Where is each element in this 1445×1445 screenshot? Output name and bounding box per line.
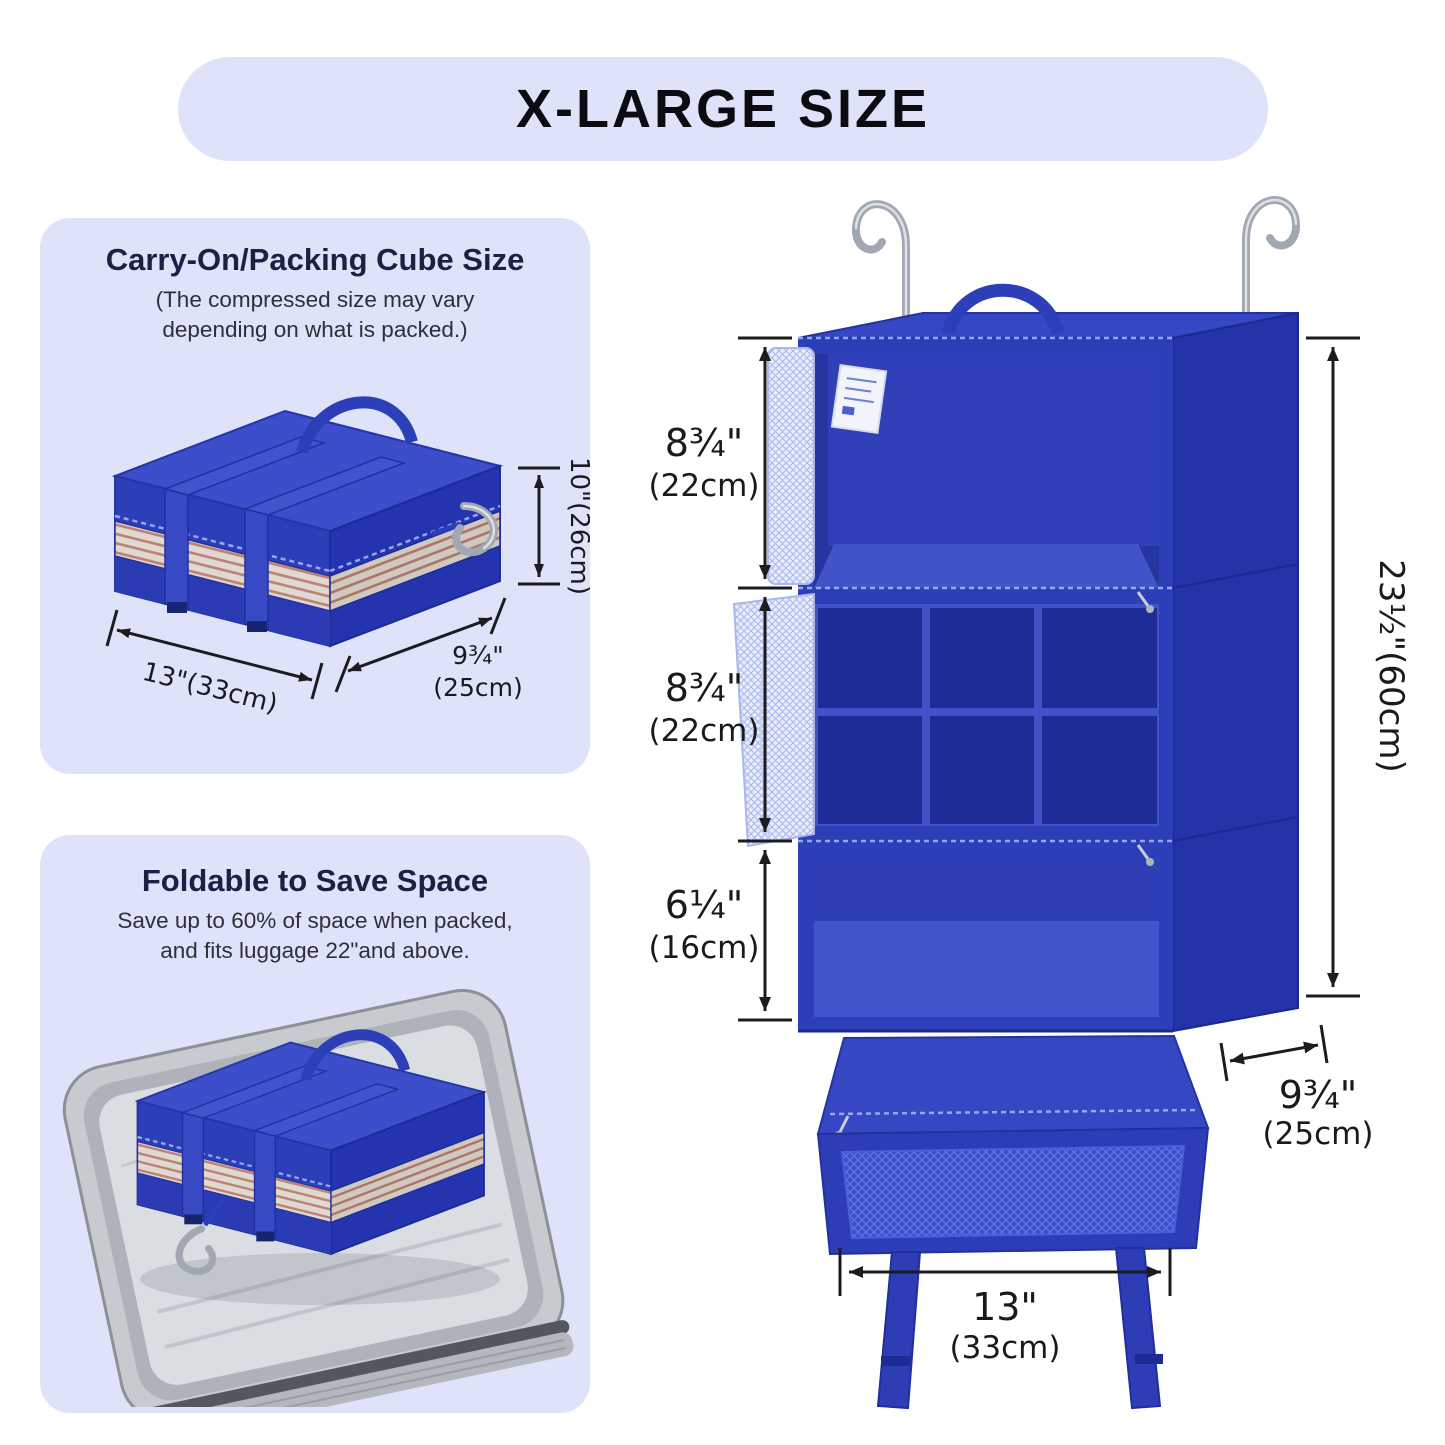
cube-in-suitcase [134,1029,487,1276]
carry-on-title: Carry-On/Packing Cube Size [105,242,525,277]
buckle-2 [247,621,267,633]
suitcase-shell-gap [128,1320,570,1408]
dim-width: 13" (33cm) [838,1248,1172,1366]
dim-bottom-in: 6¼" [665,883,744,927]
size-banner: X-LARGE SIZE [178,57,1268,161]
dim-top-section: 8¾" (22cm) [649,336,792,590]
cube-height-dimension: 10"(26cm) [518,457,590,595]
dim-top-cm: (22cm) [649,468,760,504]
mesh-side-panel-top [767,347,815,585]
dim-depth-in: 9¾" [1279,1073,1358,1117]
dim-middle-cm: (22cm) [649,713,760,749]
care-label-tag [830,363,888,435]
zipper-pull-icon [838,1115,850,1133]
cube-depth-dimension: 9¾" (25cm) [334,597,523,702]
carry-on-subtitle-line2: depending on what is packed.) [162,316,468,342]
cubby-compartment [814,604,1159,826]
dim-total-height-label: 23½"(60cm) [1371,559,1408,772]
carry-on-subtitle: (The compressed size may vary depending … [40,285,590,344]
dim-bottom-section: 6¼" (16cm) [649,850,792,1022]
foldable-subtitle-line2: and fits luggage 22"and above. [160,937,470,963]
metal-hook-icon-left [852,200,910,338]
carry-on-subtitle-line1: (The compressed size may vary [155,287,475,312]
zipper-pull-icon [1136,844,1150,860]
zipper-pull-icon [1136,591,1150,607]
bottom-pouch [816,1034,1210,1256]
cube-height-label: 10"(26cm) [564,457,590,595]
suitcase-illustration [62,989,574,1408]
foldable-card: Foldable to Save Space Save up to 60% of… [40,835,590,1413]
bottom-shelf-compartment [814,857,1159,1017]
size-banner-title: X-LARGE SIZE [515,79,931,139]
carry-on-card: Carry-On/Packing Cube Size (The compress… [40,218,590,774]
dim-top-in: 8¾" [665,421,744,465]
dim-middle-section: 8¾" (22cm) [649,597,792,843]
dim-depth: 9¾" (25cm) [1219,1024,1374,1152]
hanging-strap-left [876,1251,922,1410]
carry-handle [300,1029,411,1082]
strap-front-1 [164,488,189,612]
hanging-strap-right [1114,1247,1162,1410]
mesh-side-flap-middle [732,592,815,848]
pouch-mesh-front [840,1144,1186,1240]
dim-width-in: 13" [972,1285,1038,1329]
dim-bottom-cm: (16cm) [649,930,760,966]
top-handle [941,283,1065,336]
dim-total-height: 23½"(60cm) [1306,336,1408,998]
cube-depth-label-cm: (25cm) [433,673,522,702]
dim-width-cm: (33cm) [950,1330,1061,1366]
folded-cube-illustration: 10"(26cm) 13"(33cm) 9¾" (25cm) [105,396,590,720]
foldable-subtitle: Save up to 60% of space when packed, and… [40,906,590,965]
dim-depth-cm: (25cm) [1263,1116,1374,1152]
cube-depth-label-in: 9¾" [452,641,504,670]
buckle-1 [167,602,187,614]
top-shelf-compartment [814,354,1159,588]
organizer-body [732,283,1299,1410]
hanging-organizer-illustration: 8¾" (22cm) 8¾" (22cm) 6¼" (16cm) 23½"(60… [649,196,1408,1410]
foldable-title: Foldable to Save Space [141,863,489,898]
foldable-subtitle-line1: Save up to 60% of space when packed, [117,908,513,933]
folded-packing-cube [111,396,504,648]
strap-front-2 [244,508,269,632]
carry-handle [296,396,418,455]
metal-hook-icon-right [1242,196,1300,332]
metal-hook-icon [175,1225,217,1276]
dim-middle-in: 8¾" [665,666,744,710]
